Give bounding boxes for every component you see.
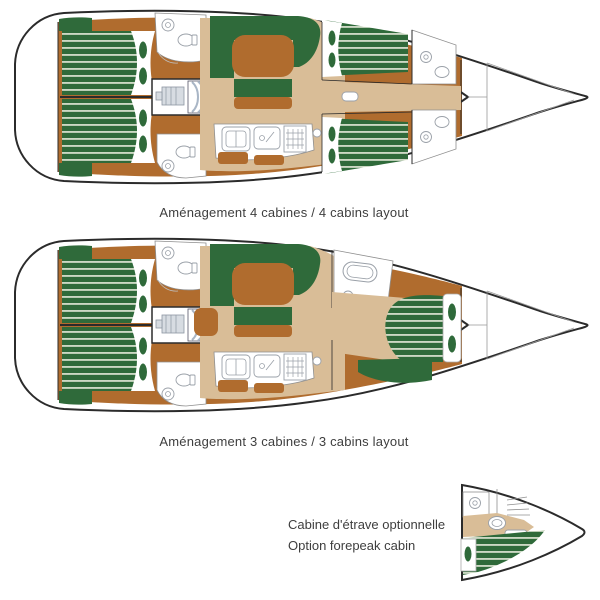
sink-icon (420, 51, 432, 63)
pillow (327, 147, 337, 165)
pillow (463, 545, 473, 563)
caption-3-cabins-layout: Aménagement 3 cabines / 3 cabins layout (159, 434, 409, 449)
toilet-icon (488, 516, 506, 530)
owner-cabin-bed (385, 293, 462, 363)
owner-cabin-sofa (358, 358, 432, 383)
forepeak-option-note: Cabine d'étrave optionnelle Option forep… (288, 514, 445, 556)
forward-corridor (345, 82, 461, 112)
toilet-icon (434, 116, 450, 128)
shelves-icon (506, 496, 530, 516)
forepeak-bathroom (462, 491, 490, 518)
nav-seat (194, 308, 218, 336)
toilet-icon (434, 66, 450, 78)
pillow (327, 51, 337, 69)
sink-icon (469, 497, 481, 509)
plan-forepeak-option (460, 483, 586, 582)
forward-cabin-bottom-bed (322, 117, 408, 174)
forward-head-top (411, 29, 457, 85)
caption-4-cabins-layout: Aménagement 4 cabines / 4 cabins layout (159, 205, 409, 220)
forward-cabin-top-bed (322, 20, 408, 77)
deck-hatch-icon (341, 91, 359, 102)
sink-icon (420, 131, 432, 143)
forepeak-option-line-fr: Cabine d'étrave optionnelle (288, 517, 446, 532)
forward-head-bottom (411, 109, 457, 165)
pillow (447, 334, 457, 354)
plan-4-cabins (14, 9, 589, 185)
pillow (327, 29, 337, 47)
plan-3-cabins (14, 237, 589, 413)
pillow (447, 302, 457, 322)
forepeak-option-line-en: Option forepeak cabin (288, 538, 416, 553)
bathtub-icon (342, 261, 378, 283)
forepeak-bed (460, 530, 545, 575)
pillow (327, 125, 337, 143)
